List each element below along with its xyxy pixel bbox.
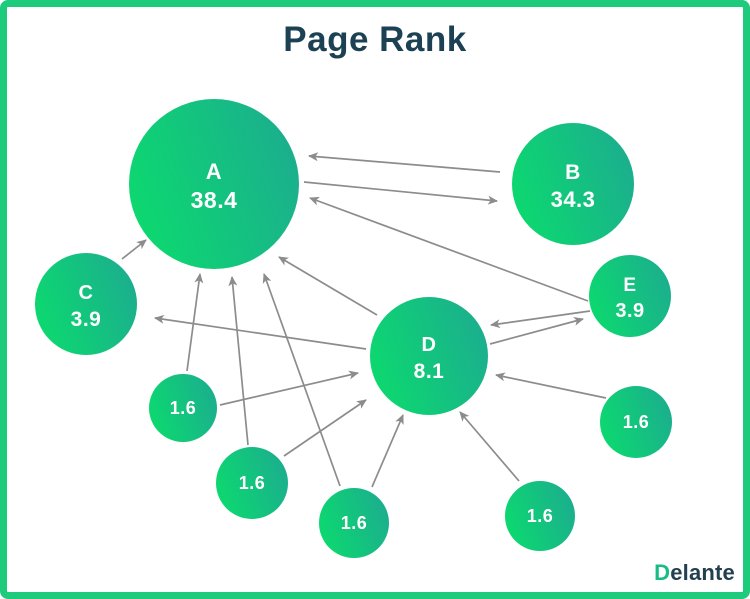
edge-E-to-A: [309, 196, 589, 302]
node-circle-C: [35, 253, 137, 355]
node-circle-E: [589, 255, 671, 337]
edge-E-to-D: [490, 310, 591, 329]
delante-logo: Delante: [654, 560, 735, 586]
node-s1: 1.6: [149, 374, 217, 442]
node-value-s2: 1.6: [239, 473, 266, 493]
node-circle-s1: [149, 374, 217, 442]
node-A: A 38.4: [129, 99, 299, 269]
node-B: B 34.3: [512, 123, 634, 245]
node-s4: 1.6: [505, 481, 575, 551]
edge-D-to-A: [278, 256, 378, 316]
node-value-s3: 1.6: [341, 513, 368, 533]
node-D: D 8.1: [370, 297, 488, 415]
node-label-C: C: [79, 282, 94, 304]
edge-s3-to-A: [262, 273, 341, 487]
node-s3: 1.6: [319, 488, 389, 558]
node-label-B: B: [565, 161, 581, 184]
edge-A-to-B: [303, 181, 498, 205]
node-value-s5: 1.6: [623, 412, 650, 432]
node-value-s1: 1.6: [170, 398, 197, 418]
edge-B-to-A: [308, 152, 501, 173]
node-layer: A 38.4 B 34.3C 3.9D 8.1 E 3.9 1.6 1.6 1.6 1.6 1.6: [35, 99, 672, 558]
node-circle-s4: [505, 481, 575, 551]
logo-letter-d: D: [654, 560, 671, 585]
node-s2: 1.6: [216, 447, 288, 519]
edge-s2-to-D: [283, 399, 367, 457]
node-E: E 3.9: [589, 255, 671, 337]
edge-s1-to-D: [219, 370, 359, 406]
page-title: Page Rank: [283, 20, 467, 59]
edge-s4-to-D: [459, 411, 520, 482]
node-s5: 1.6: [600, 386, 672, 458]
node-circle-B: [512, 123, 634, 245]
edge-D-to-C: [154, 314, 367, 350]
node-circle-s5: [600, 386, 672, 458]
node-circle-s2: [216, 447, 288, 519]
node-circle-s3: [319, 488, 389, 558]
node-circle-D: [370, 297, 488, 415]
node-value-C: 3.9: [71, 308, 102, 331]
node-label-E: E: [623, 275, 636, 296]
node-value-B: 34.3: [551, 187, 596, 212]
logo-text-rest: elante: [670, 560, 735, 585]
node-value-E: 3.9: [615, 300, 644, 322]
node-label-A: A: [206, 159, 222, 184]
node-value-s4: 1.6: [527, 506, 554, 526]
node-value-A: 38.4: [191, 187, 238, 213]
edge-s2-to-A: [228, 276, 249, 446]
node-label-D: D: [422, 334, 437, 356]
edge-C-to-A: [121, 239, 147, 260]
node-C: C 3.9: [35, 253, 137, 355]
node-circle-A: [129, 99, 299, 269]
edge-s5-to-D: [495, 372, 607, 399]
edge-s1-to-A: [186, 273, 204, 372]
edge-layer: [121, 152, 607, 488]
edge-D-to-E: [489, 316, 584, 345]
node-value-D: 8.1: [414, 360, 445, 383]
edge-s3-to-D: [371, 414, 404, 488]
